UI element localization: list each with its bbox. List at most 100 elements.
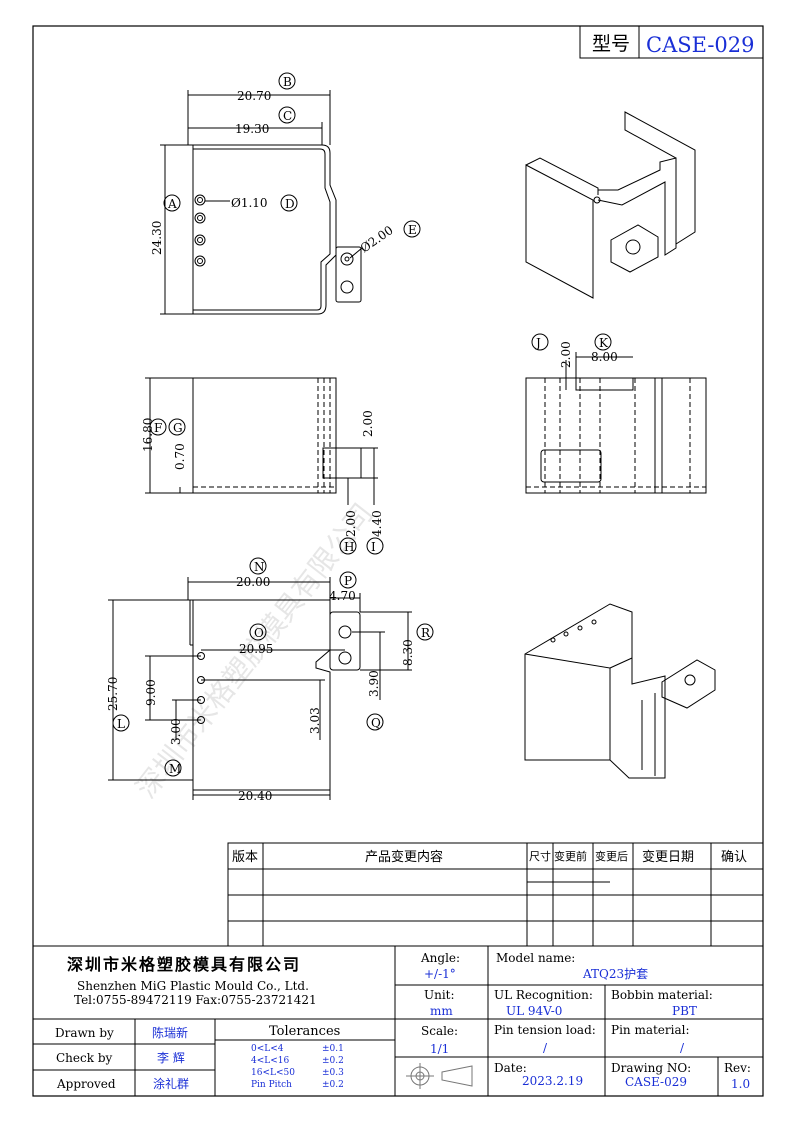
svg-text:M: M [169,762,181,776]
dim-H: 2.00 [344,510,358,537]
callout-Q: Q [366,713,384,731]
scale-label: Scale: [421,1024,458,1038]
bottom-view [108,577,412,800]
scale-value: 1/1 [430,1042,449,1056]
dim-L: 25.70 [106,677,120,711]
svg-text:I: I [371,540,376,554]
tol-value-1: ±0.2 [322,1056,344,1066]
callout-F: F [149,418,167,436]
angle-label: Angle: [420,951,460,965]
svg-text:E: E [408,223,417,237]
dim-nine: 9.00 [144,679,158,706]
bottom-view-labels: 20.00 4.70 20.95 8.30 3.90 25.70 9.00 3.… [106,575,415,803]
callout-J: J [531,333,549,351]
tol-value-0: ±0.1 [322,1044,344,1054]
dim-bottom: 20.40 [238,789,272,803]
front-view [145,377,378,505]
callout-O: O [249,623,267,641]
callout-A: A [163,194,181,212]
dim-P: 4.70 [329,589,356,603]
title-fields: Angle: +/-1° Unit: mm Scale: 1/1 Model n… [420,951,751,1091]
svg-text:N: N [254,560,265,574]
svg-text:O: O [254,626,264,640]
side-view-labels: 2.00 8.00 [559,341,618,368]
dim-K: 8.00 [591,350,618,364]
dim-I: 4.40 [370,510,384,537]
front-view-labels: 16.80 0.70 2.00 2.00 4.40 [141,410,384,537]
rev-header-before: 变更前 [554,849,587,863]
rev-header-date: 变更日期 [642,849,694,865]
callout-D: D [280,194,298,212]
callout-B: B [278,72,296,90]
rev-header-content: 产品变更内容 [365,849,443,865]
dim-303: 3.03 [308,707,322,734]
dim-E: Ø2.00 [358,223,396,255]
dim-top2: 2.00 [361,410,375,437]
iso-view-top [525,111,696,299]
drawn-value: 陈瑞新 [152,1025,188,1040]
rev-header-version: 版本 [232,850,258,865]
projection-symbol-icon [406,1063,473,1089]
callout-R: R [416,623,434,641]
tol-range-3: Pin Pitch [251,1080,292,1090]
callout-I: I [366,537,384,555]
approvals: Drawn by 陈瑞新 Check by 李 辉 Approved 涂礼群 T… [55,1024,344,1091]
tol-range-0: 0<L<4 [251,1044,284,1054]
check-label: Check by [56,1051,113,1065]
company-name-cn: 深圳市米格塑胶模具有限公司 [67,955,301,974]
dim-R: 8.30 [401,639,415,666]
callout-C: C [278,106,296,124]
check-value: 李 辉 [157,1050,185,1065]
pin-material-label: Pin material: [611,1023,690,1037]
dim-J: 2.00 [559,341,573,368]
approved-label: Approved [56,1077,116,1091]
svg-text:F: F [154,421,162,435]
approved-value: 涂礼群 [153,1076,189,1091]
rev-header-size: 尺寸 [529,849,551,863]
dim-A: 24.30 [150,221,164,255]
svg-text:A: A [167,197,177,211]
dim-D: Ø1.10 [231,196,268,210]
top-view [160,90,363,315]
tol-value-3: ±0.2 [322,1080,344,1090]
dim-C: 19.30 [235,122,269,136]
ul-value: UL 94V-0 [506,1004,562,1018]
callout-G: G [168,418,186,436]
callout-E: E [403,220,421,238]
svg-text:C: C [283,109,292,123]
company-block: 深圳市米格塑胶模具有限公司 Shenzhen MiG Plastic Mould… [67,955,317,1007]
callout-P: P [339,571,357,589]
date-label: Date: [494,1061,527,1075]
bobbin-label: Bobbin material: [611,988,713,1002]
svg-text:H: H [344,540,354,554]
sheet-border [32,25,764,1097]
callout-K: K [594,333,612,351]
drawing-no-label: Drawing NO: [611,1061,691,1075]
callout-H: H [339,537,357,555]
type-label: 型号 [592,33,630,55]
dim-N: 20.00 [236,575,270,589]
rev-value: 1.0 [731,1077,750,1091]
dim-F: 16.80 [141,418,155,452]
pin-tension-label: Pin tension load: [494,1023,596,1037]
pin-material-value: / [680,1041,685,1055]
dim-Q: 3.90 [367,670,381,697]
dim-O: 20.95 [239,642,273,656]
dim-B: 20.70 [237,89,271,103]
callouts: B C A D E F G H I J K N P O R L Q M [112,72,612,777]
type-box: 型号 CASE-029 [579,25,764,59]
bobbin-value: PBT [672,1004,697,1018]
pin-tension-value: / [543,1041,548,1055]
tol-value-2: ±0.3 [322,1068,344,1078]
company-contact: Tel:0755-89472119 Fax:0755-23721421 [74,993,317,1007]
unit-label: Unit: [424,988,455,1002]
rev-header-after: 变更后 [595,849,628,863]
tol-range-1: 4<L<16 [251,1056,290,1066]
rev-label: Rev: [724,1061,751,1075]
rev-header-confirm: 确认 [721,850,747,865]
ul-label: UL Recognition: [494,988,593,1002]
angle-value: +/-1° [424,967,456,981]
type-value: CASE-029 [646,33,755,57]
svg-text:D: D [285,197,295,211]
